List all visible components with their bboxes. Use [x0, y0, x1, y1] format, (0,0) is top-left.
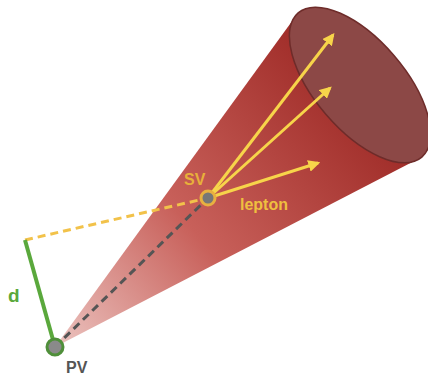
- flight-dashed-line: [55, 198, 208, 347]
- primary-vertex: [47, 339, 63, 355]
- secondary-vertex: [201, 191, 215, 205]
- particle-label: lepton: [240, 197, 288, 213]
- extrapolation-dashed-line: [25, 198, 208, 240]
- distance-label: d: [8, 286, 20, 305]
- track-arrow: [208, 88, 330, 198]
- impact-parameter-line: [25, 240, 55, 347]
- lepton-arrow: [208, 163, 318, 198]
- vertex-label: SV: [184, 172, 205, 188]
- vertex-label: PV: [66, 360, 87, 376]
- track-arrow: [208, 35, 333, 198]
